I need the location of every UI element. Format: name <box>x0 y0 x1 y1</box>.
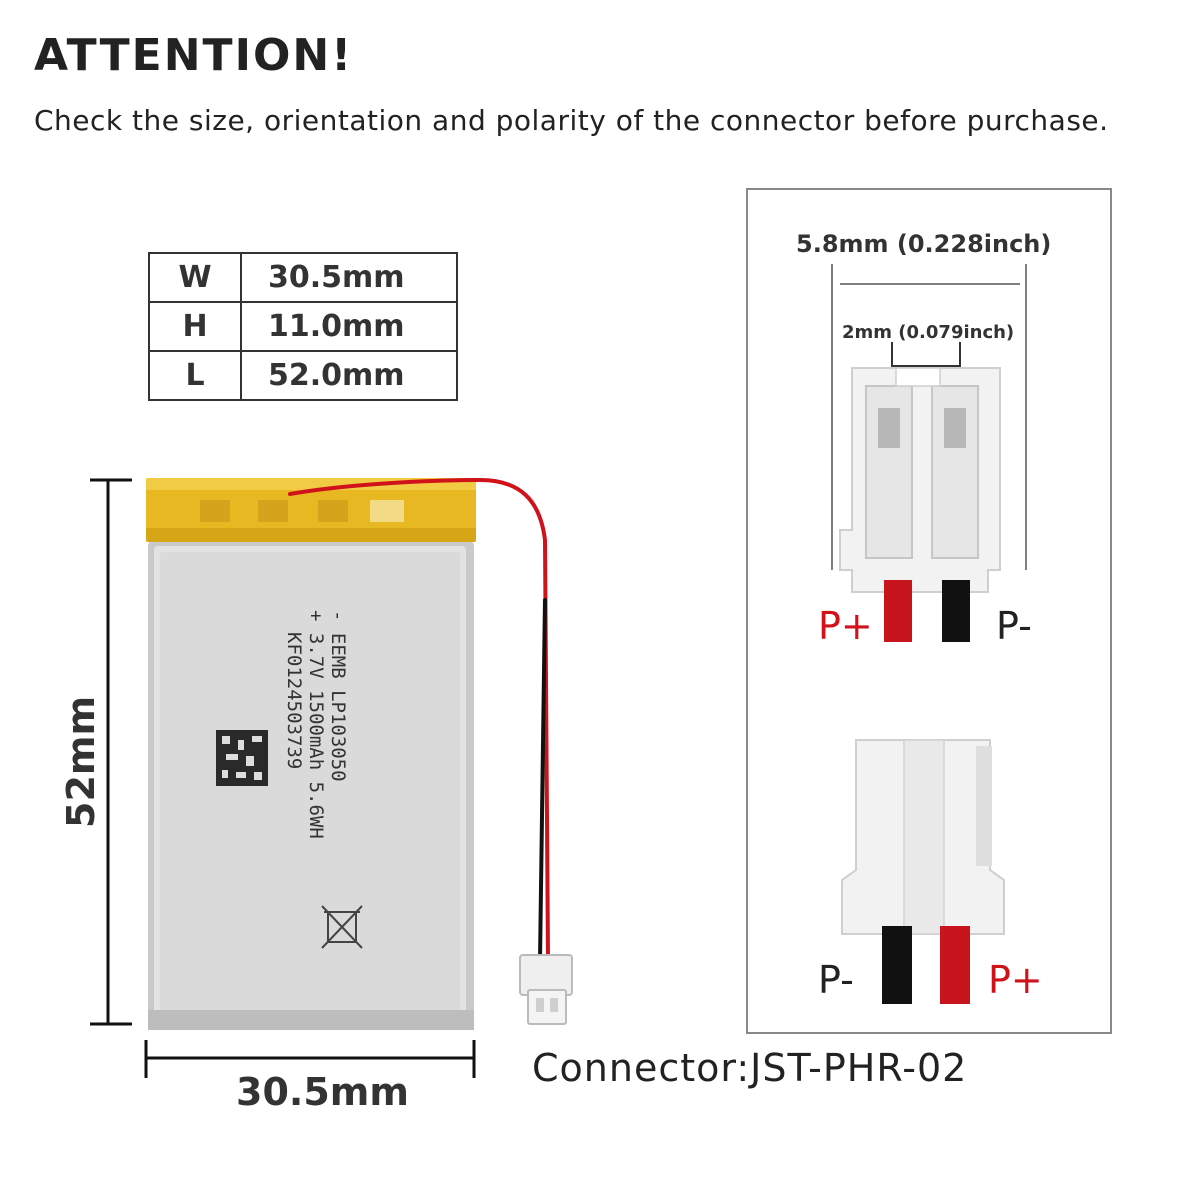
bottom-negative-label: P- <box>818 958 854 1002</box>
connector-pitch-caption: 2mm (0.079inch) <box>842 322 1015 343</box>
battery-connector <box>519 954 573 1025</box>
height-dimension-line <box>90 478 132 1026</box>
connector-bottom-wires <box>882 926 970 1004</box>
datamatrix-code <box>216 730 268 786</box>
battery-wires <box>288 477 550 962</box>
page-title: ATTENTION! <box>34 30 354 81</box>
connector-width-caption: 5.8mm (0.228inch) <box>796 230 1052 258</box>
battery-body <box>148 540 474 1030</box>
dimension-value: 11.0mm <box>240 301 458 352</box>
battery-label-line: - EEMB LP103050 <box>327 610 349 782</box>
height-caption: 52mm <box>59 696 103 828</box>
width-dimension-line <box>144 1040 476 1078</box>
connector-panel <box>746 188 1112 1034</box>
dimension-value: 30.5mm <box>240 252 458 303</box>
battery-label: - EEMB LP103050 + 3.7V 1500mAh 5.6WH KF0… <box>283 610 349 839</box>
dimensions-table: W 30.5mm H 11.0mm L 52.0mm <box>148 252 458 401</box>
table-row: L 52.0mm <box>148 350 458 401</box>
page-subtitle: Check the size, orientation and polarity… <box>34 104 1109 137</box>
top-negative-label: P- <box>996 604 1032 648</box>
dimension-key: H <box>148 301 242 352</box>
table-row: H 11.0mm <box>148 301 458 352</box>
dimension-key: W <box>148 252 242 303</box>
battery-label-line: KF0124503739 <box>283 632 305 769</box>
dimension-key: L <box>148 350 242 401</box>
connector-bottom-view <box>841 739 1005 935</box>
connector-width-guides <box>831 264 1027 570</box>
connector-top-view <box>839 367 1001 593</box>
dimension-value: 52.0mm <box>240 350 458 401</box>
table-row: W 30.5mm <box>148 252 458 303</box>
bottom-positive-label: P+ <box>988 958 1043 1002</box>
connector-top-wires <box>884 580 970 642</box>
battery-label-line: + 3.7V 1500mAh 5.6WH <box>305 610 327 839</box>
width-caption: 30.5mm <box>236 1070 409 1114</box>
connector-label: Connector:JST-PHR-02 <box>532 1046 968 1090</box>
waste-bin-icon <box>321 905 363 949</box>
top-positive-label: P+ <box>818 604 873 648</box>
